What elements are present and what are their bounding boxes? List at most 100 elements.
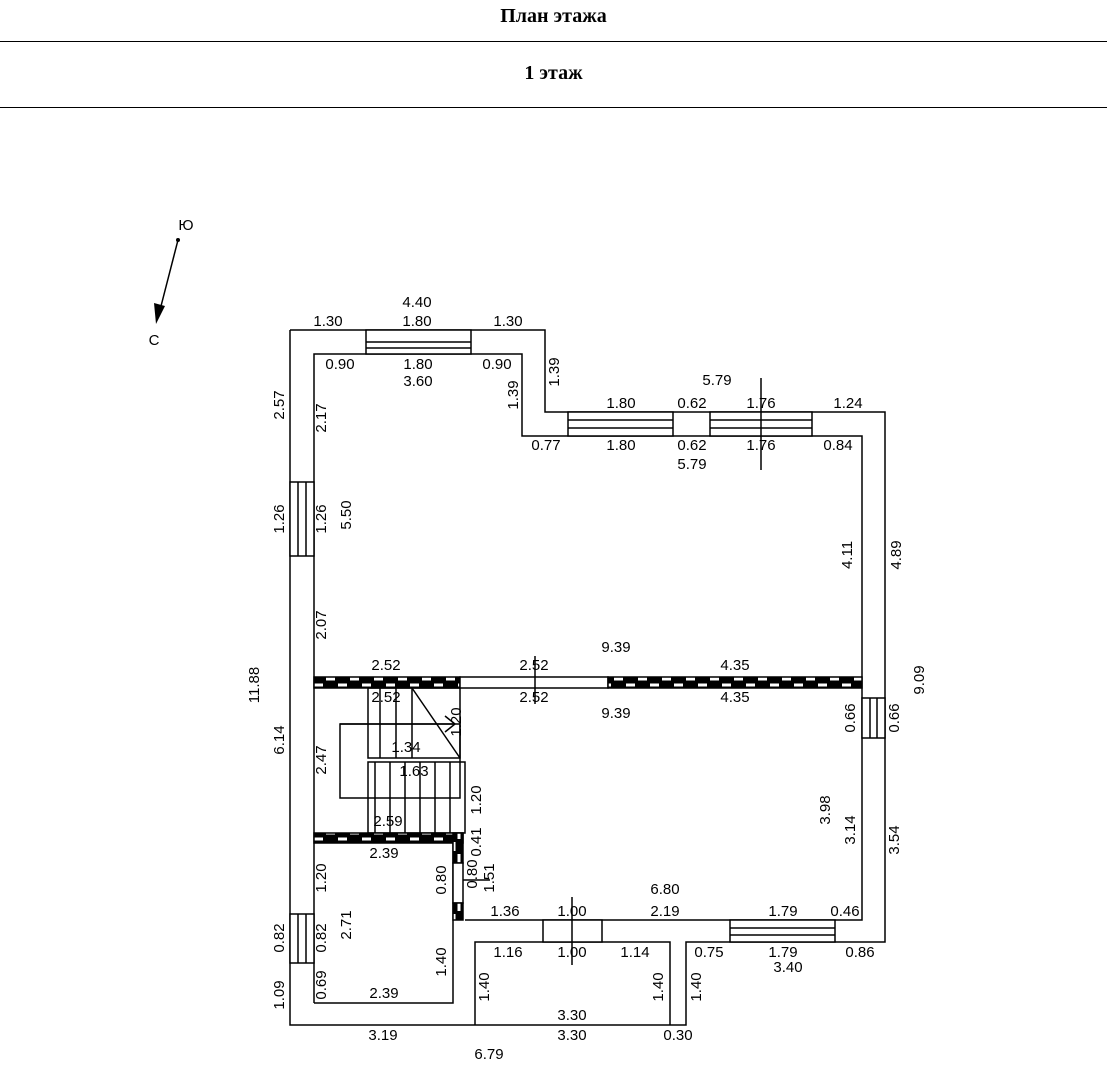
dimension-label: 0.77 bbox=[531, 437, 560, 454]
dimension-label: 2.17 bbox=[313, 403, 330, 432]
dimension-label: 1.80 bbox=[403, 356, 432, 373]
dimension-label: 1.79 bbox=[768, 903, 797, 920]
dimension-label: 0.41 bbox=[468, 827, 485, 856]
dimension-label: 0.66 bbox=[842, 703, 859, 732]
dimension-label: 2.71 bbox=[338, 910, 355, 939]
dimension-label: 1.36 bbox=[490, 903, 519, 920]
dimension-label: 1.40 bbox=[688, 972, 705, 1001]
dimension-label: 1.20 bbox=[313, 863, 330, 892]
dimension-label: 1.20 bbox=[448, 707, 465, 736]
dimension-label: 3.98 bbox=[817, 795, 834, 824]
compass-south-label: Ю bbox=[178, 217, 193, 234]
stair-arrow-box bbox=[339, 723, 461, 799]
window bbox=[289, 913, 315, 964]
dimension-label: 9.39 bbox=[601, 639, 630, 656]
dimension-label: 2.52 bbox=[519, 689, 548, 706]
dimension-label: 1.16 bbox=[493, 944, 522, 961]
dimension-label: 1.00 bbox=[557, 944, 586, 961]
dimension-label: 1.40 bbox=[476, 972, 493, 1001]
dimension-label: 0.69 bbox=[313, 970, 330, 999]
dimension-label: 0.86 bbox=[845, 944, 874, 961]
dimension-label: 1.20 bbox=[468, 785, 485, 814]
dimension-label: 0.84 bbox=[823, 437, 852, 454]
partition bbox=[452, 902, 464, 921]
dimension-label: 1.24 bbox=[833, 395, 862, 412]
dimension-label: 2.47 bbox=[313, 745, 330, 774]
partition bbox=[313, 832, 464, 844]
dimension-label: 0.80 bbox=[464, 859, 481, 888]
partition bbox=[313, 676, 461, 689]
compass-north-label: С bbox=[149, 332, 160, 349]
divider bbox=[0, 41, 1107, 42]
dimension-label: 4.40 bbox=[402, 294, 431, 311]
door bbox=[861, 697, 886, 739]
dimension-label: 1.26 bbox=[313, 504, 330, 533]
dimension-label: 3.30 bbox=[557, 1027, 586, 1044]
dimension-label: 0.82 bbox=[313, 923, 330, 952]
dimension-label: 1.79 bbox=[768, 944, 797, 961]
dimension-label: 4.35 bbox=[720, 689, 749, 706]
dimension-label: 0.82 bbox=[271, 923, 288, 952]
dimension-label: 2.57 bbox=[271, 390, 288, 419]
partition bbox=[452, 832, 464, 864]
dimension-label: 0.46 bbox=[830, 903, 859, 920]
dimension-label: 3.19 bbox=[368, 1027, 397, 1044]
dimension-label: 1.30 bbox=[313, 313, 342, 330]
dimension-label: 3.30 bbox=[557, 1007, 586, 1024]
dimension-label: 6.80 bbox=[650, 881, 679, 898]
dimension-label: 0.30 bbox=[663, 1027, 692, 1044]
dimension-label: 0.62 bbox=[677, 437, 706, 454]
dimension-label: 0.80 bbox=[433, 865, 450, 894]
window bbox=[729, 919, 836, 943]
dimension-label: 4.35 bbox=[720, 657, 749, 674]
dimension-label: 2.52 bbox=[371, 657, 400, 674]
inner-wall bbox=[313, 353, 863, 1003]
dimension-label: 0.90 bbox=[325, 356, 354, 373]
dimension-label: 1.80 bbox=[402, 313, 431, 330]
dimension-label: 4.89 bbox=[888, 540, 905, 569]
dimension-label: 1.51 bbox=[481, 863, 498, 892]
floor-title: 1 этаж bbox=[524, 62, 583, 84]
dimension-label: 1.40 bbox=[433, 947, 450, 976]
compass: Ю С bbox=[149, 217, 194, 349]
dimension-label: 1.09 bbox=[271, 980, 288, 1009]
dimension-label: 5.79 bbox=[702, 372, 731, 389]
dimension-label: 5.50 bbox=[338, 500, 355, 529]
dimension-label: 1.76 bbox=[746, 437, 775, 454]
window bbox=[365, 329, 472, 355]
partition bbox=[452, 862, 464, 904]
dimension-label: 6.14 bbox=[271, 725, 288, 754]
dimension-label: 0.90 bbox=[482, 356, 511, 373]
dimension-label: 9.39 bbox=[601, 705, 630, 722]
partition bbox=[607, 676, 863, 689]
dimension-label: 1.14 bbox=[620, 944, 649, 961]
dimension-label: 9.09 bbox=[911, 665, 928, 694]
dimension-label: 1.80 bbox=[606, 395, 635, 412]
divider bbox=[0, 107, 1107, 108]
dimension-label: 3.54 bbox=[886, 825, 903, 854]
dimension-label: 2.52 bbox=[371, 689, 400, 706]
dimension-label: 2.52 bbox=[519, 657, 548, 674]
dimension-label: 11.88 bbox=[246, 667, 263, 703]
dimension-label: 3.60 bbox=[403, 373, 432, 390]
dimension-label: 0.75 bbox=[694, 944, 723, 961]
dimension-label: 1.39 bbox=[546, 357, 563, 386]
dimension-label: 5.79 bbox=[677, 456, 706, 473]
dimension-label: 1.34 bbox=[391, 739, 420, 756]
window bbox=[567, 411, 674, 437]
page-title: План этажа bbox=[500, 5, 607, 27]
dimension-label: 0.66 bbox=[886, 703, 903, 732]
dimension-label: 2.39 bbox=[369, 845, 398, 862]
dimension-label: 1.26 bbox=[271, 504, 288, 533]
dimension-label: 1.76 bbox=[746, 395, 775, 412]
outer-wall bbox=[289, 329, 886, 1026]
dimension-label: 2.39 bbox=[369, 985, 398, 1002]
dimension-label: 1.40 bbox=[650, 972, 667, 1001]
dimension-label: 0.62 bbox=[677, 395, 706, 412]
dimension-label: 2.59 bbox=[373, 813, 402, 830]
dimension-label: 1.39 bbox=[505, 380, 522, 409]
dimension-label: 4.11 bbox=[839, 541, 856, 569]
dimension-label: 1.00 bbox=[557, 903, 586, 920]
dimension-label: 3.40 bbox=[773, 959, 802, 976]
